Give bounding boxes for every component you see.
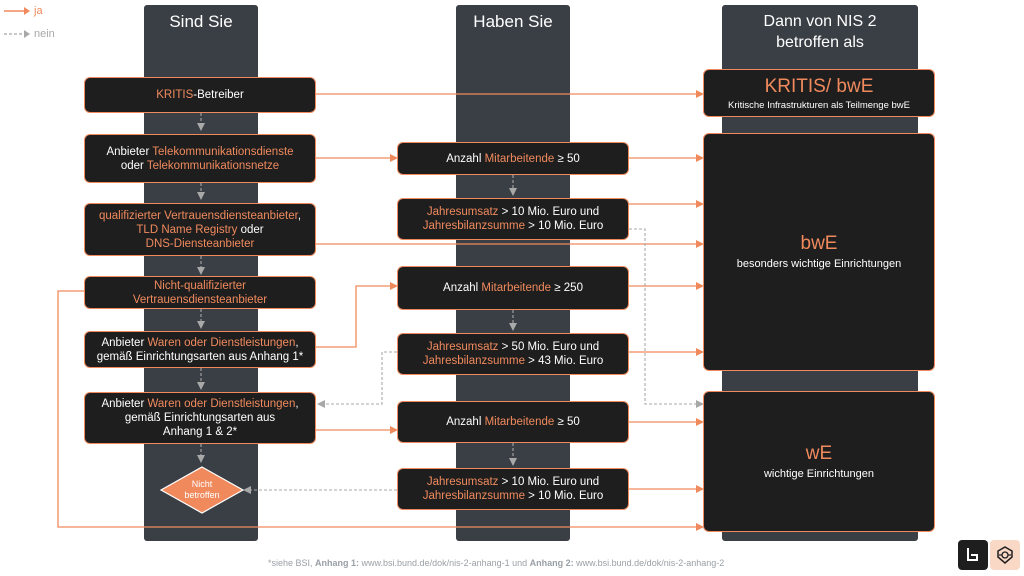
mitarbeitende-c: Mitarbeitende [484, 416, 555, 428]
a1-waren: Waren oder Dienstleistungen [147, 336, 296, 349]
kritis-bwe-subtitle: Kritische Infrastrukturen als Teilmenge … [728, 100, 910, 111]
column-haben-sie-title: Haben Sie [473, 12, 553, 31]
a1-line2: gemäß Einrichtungsarten aus Anhang 1* [96, 350, 304, 363]
result-kritis-bwe: KRITIS/ bwE Kritische Infrastrukturen al… [703, 69, 935, 117]
kritis-bwe-title: KRITIS/ bwE [764, 76, 874, 97]
gt50: > 50 Mio. Euro und [498, 341, 600, 353]
qv-tld: TLD Name Registry [136, 223, 238, 236]
box-anhang-1-2: Anbieter Waren oder Dienstleistungen, ge… [84, 392, 316, 444]
umsatz-c: Jahresumsatz [426, 476, 499, 488]
a2-line2: gemäß Einrichtungsarten aus [124, 412, 276, 424]
nq-line2: Vertrauensdiensteanbieter [132, 293, 268, 306]
gt10b-a: > 10 Mio. Euro [524, 220, 604, 232]
dash-js50-to-a2 [317, 351, 397, 408]
tele-dienste: Telekommunikationsdienste [152, 145, 294, 158]
a1-comma: , [295, 336, 299, 349]
box-mitarbeitende-50-b: Anzahl Mitarbeitende ≥ 50 [397, 401, 629, 443]
a1-pre: Anbieter [101, 336, 148, 349]
legend-yes-label: ja [34, 5, 43, 17]
yes-arrow-icon [4, 7, 30, 15]
we-title: wE [805, 442, 833, 464]
nq-line1: Nicht-qualifizierter [153, 279, 246, 292]
qv-comma: , [297, 209, 302, 222]
footer-anhang1: Anhang 1: [315, 558, 360, 568]
umsatz-b: Jahresumsatz [426, 341, 499, 353]
column-sind-sie-title: Sind Sie [169, 12, 233, 31]
arrow-nq-to-we [57, 290, 704, 531]
box-umsatz-10-b: Jahresumsatz > 10 Mio. Euro und Jahresbi… [397, 468, 629, 510]
gt10-a: > 10 Mio. Euro und [498, 206, 600, 218]
box-umsatz-10-a: Jahresumsatz > 10 Mio. Euro und Jahresbi… [397, 198, 629, 240]
dash-js10-to-we [629, 228, 704, 408]
footer-url1[interactable]: www.bsi.bund.de/dok/nis-2-anhang-1 und [359, 558, 530, 568]
shield-logo-icon [990, 540, 1020, 570]
kritis-label: KRITIS [156, 89, 194, 101]
tele-pre: Anbieter [106, 145, 153, 158]
footer-note: *siehe BSI, Anhang 1: www.bsi.bund.de/do… [268, 558, 724, 568]
bilanz-a: Jahresbilanzsumme [422, 220, 525, 232]
anzahl-a: Anzahl [446, 152, 485, 165]
gt10b-c: > 10 Mio. Euro [524, 490, 604, 502]
result-we: wE wichtige Einrichtungen [703, 391, 935, 532]
bwe-subtitle: besonders wichtige Einrichtungen [736, 258, 902, 270]
diamond-nicht-betroffen: Nicht betroffen [160, 466, 244, 514]
bilanz-b: Jahresbilanzsumme [422, 355, 525, 367]
box-mitarbeitende-50-a: Anzahl Mitarbeitende ≥ 50 [397, 142, 629, 175]
result-bwe: bwE besonders wichtige Einrichtungen [703, 133, 935, 371]
footer-anhang2: Anhang 2: [529, 558, 574, 568]
ge50-a: ≥ 50 [554, 152, 580, 165]
box-umsatz-50: Jahresumsatz > 50 Mio. Euro und Jahresbi… [397, 333, 629, 375]
gt10-c: > 10 Mio. Euro und [498, 476, 600, 488]
mitarbeitende-a: Mitarbeitende [484, 152, 555, 165]
a2-line3: Anhang 1 & 2* [162, 426, 238, 438]
legend-no: nein [4, 28, 55, 40]
umsatz-a: Jahresumsatz [426, 206, 499, 218]
box-kritis-betreiber: KRITIS-Betreiber [84, 77, 316, 113]
nicht-line1: Nicht [191, 479, 213, 489]
qv-oder: oder [237, 223, 264, 236]
nicht-line2: betroffen [184, 490, 220, 500]
gt43: > 43 Mio. Euro [524, 355, 604, 367]
a2-waren: Waren oder Dienstleistungen [147, 398, 296, 410]
box-vertrauensdienste: qualifizierter Vertrauensdiensteanbieter… [84, 203, 316, 256]
ge50-c: ≥ 50 [554, 416, 580, 428]
brand-b-icon [967, 548, 978, 561]
mitarbeitende-b: Mitarbeitende [481, 282, 552, 294]
column-betroffen-line1: Dann von NIS 2 [763, 13, 877, 30]
box-telekommunikation: Anbieter Telekommunikationsdienste oder … [84, 134, 316, 183]
bwe-title: bwE [800, 233, 838, 254]
box-mitarbeitende-250: Anzahl Mitarbeitende ≥ 250 [397, 266, 629, 310]
footer-url2[interactable]: www.bsi.bund.de/dok/nis-2-anhang-2 [573, 558, 725, 568]
legend-yes: ja [4, 5, 43, 17]
a2-pre: Anbieter [101, 398, 148, 410]
box-anhang-1: Anbieter Waren oder Dienstleistungen, ge… [84, 331, 316, 368]
box-nicht-qualifiziert: Nicht-qualifizierter Vertrauensdienstean… [84, 276, 316, 309]
no-arrow-icon [4, 30, 30, 38]
anzahl-c: Anzahl [446, 416, 485, 428]
anzahl-b: Anzahl [443, 282, 482, 294]
we-subtitle: wichtige Einrichtungen [763, 467, 875, 480]
column-betroffen-line2: betroffen als [776, 34, 864, 51]
tele-netze: Telekommunikationsnetze [146, 159, 280, 172]
bug-shield-icon [997, 546, 1013, 564]
column-betroffen-title: Dann von NIS 2 betroffen als [722, 11, 918, 53]
arrow-a1-to-ma250 [316, 282, 398, 348]
diamond-shape [160, 466, 244, 514]
a2-comma: , [295, 398, 299, 410]
ge250: ≥ 250 [551, 282, 583, 294]
qv-dns: DNS-Diensteanbieter [145, 237, 255, 250]
legend-no-label: nein [34, 28, 55, 40]
kritis-rest: -Betreiber [193, 89, 244, 101]
diamond-label: Nicht betroffen [160, 479, 244, 501]
brand-logo-icon [958, 540, 988, 570]
tele-mid: oder [120, 159, 147, 172]
qv-anbieter: qualifizierter Vertrauensdiensteanbieter [98, 209, 298, 222]
footer-pre: *siehe BSI, [268, 558, 316, 568]
bilanz-c: Jahresbilanzsumme [422, 490, 525, 502]
